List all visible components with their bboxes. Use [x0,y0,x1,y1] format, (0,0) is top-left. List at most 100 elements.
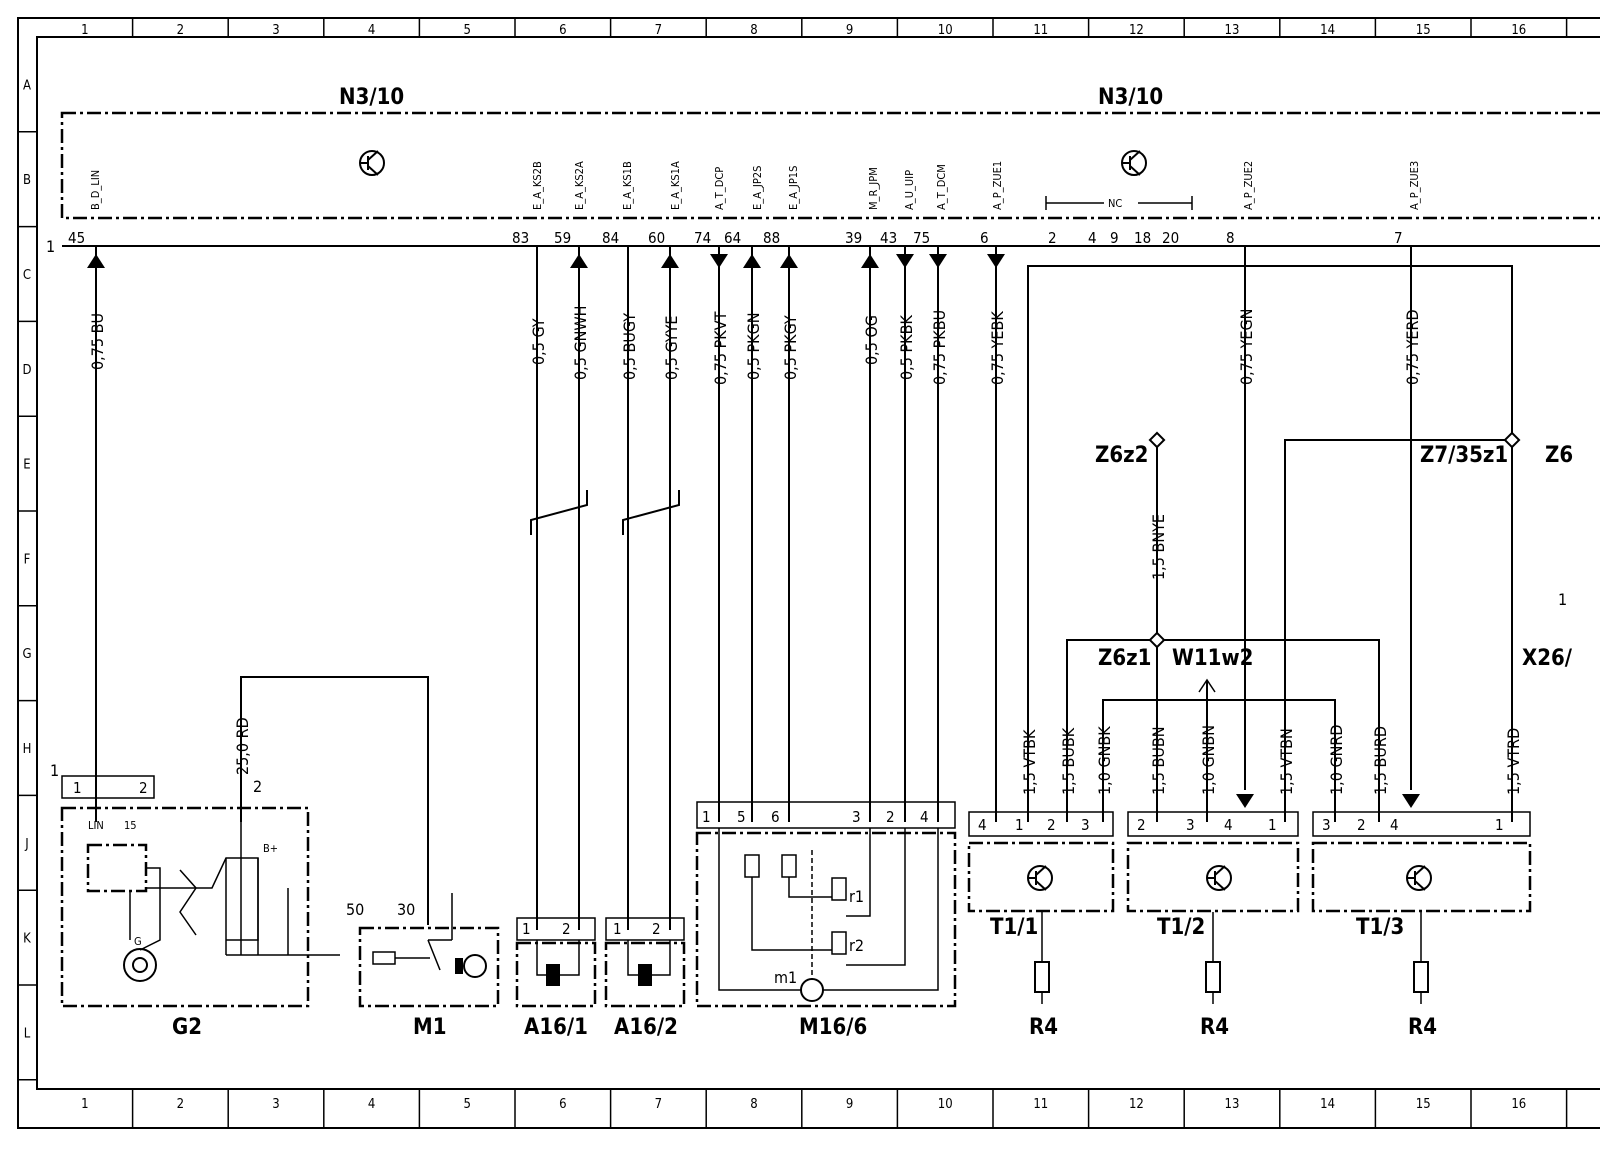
wire-label: 0,5 GY [529,318,548,365]
grid-column-label: 4 [368,23,375,38]
g2-pin: 2 [139,779,148,797]
pin-number: 39 [845,229,862,247]
wire-label: 1,5 BURD [1371,726,1390,795]
grid-column-label: 6 [559,23,566,38]
t1-2-pin: 3 [1186,816,1195,834]
grid-column-label: 9 [846,1097,853,1112]
grid-column-label: 7 [655,1097,662,1112]
signal-label: A_P_ZUE3 [1408,161,1421,210]
splice-label: Z6 [1545,443,1573,468]
grid-column-label: 2 [177,23,184,38]
t1-2-pin: 1 [1268,816,1277,834]
grid-row-label: J [24,837,28,852]
spark-plug-icon [1034,912,1050,1004]
grid-column-label: 16 [1511,23,1526,38]
pin-number: 43 [880,229,897,247]
transistor-icon [1121,150,1147,176]
grid-column-label: 13 [1225,23,1240,38]
wire-label: 1,5 VTBN [1277,728,1296,795]
wire-label: 0,5 PKBK [897,315,916,380]
g2-regulator [86,843,148,893]
t1-3-box [1311,841,1532,913]
wire-label: 0,75 BU [88,313,107,370]
grid-column-label: 15 [1416,1097,1431,1112]
t1-3-plug-label: R4 [1408,1015,1437,1040]
grid-row-label: E [23,458,30,473]
transistor-icon [359,150,385,176]
grid-column-label: 11 [1033,1097,1048,1112]
t1-2-pin: 2 [1137,816,1146,834]
nc-label: NC [1108,197,1122,210]
pin-number: 18 [1134,229,1151,247]
t1-1-pin: 2 [1047,816,1056,834]
wire-label: 1,5 BUBN [1149,726,1168,795]
direction-arrows [87,254,1420,808]
grid-column-label: 2 [177,1097,184,1112]
g2-pin: 15 [124,819,137,832]
splice-label: Z6z1 [1098,646,1151,671]
control-unit-side-pin: 1 [46,237,55,256]
grid-ticks: 1122334455667788991010111112121313141415… [18,18,1568,1128]
m16-6-label: M16/6 [799,1015,867,1040]
control-unit-box [60,111,1600,220]
pin-number: 7 [1394,229,1403,247]
pin-number: 45 [68,229,85,247]
g2-pin: 1 [73,779,82,797]
a16-1-pin: 2 [562,920,571,938]
grid-column-label: 12 [1129,23,1144,38]
m16-6-box [695,831,957,1008]
grid-row-label: K [23,932,31,947]
signal-label: E_A_JP2S [751,166,764,210]
grid-column-label: 15 [1416,23,1431,38]
t1-3-pin: 4 [1390,816,1399,834]
grid-row-label: B [23,173,31,188]
signal-label: A_T_DCM [935,164,948,210]
grid-column-label: 4 [368,1097,375,1112]
wires [95,246,1513,930]
control-unit-label-left: N3/10 [339,85,404,110]
signal-label: E_A_KS2A [573,161,586,210]
pin-number: 59 [554,229,571,247]
splice-point [1148,631,1166,649]
wire-label: 0,75 PKVT [711,311,730,385]
m16-6-part: r2 [849,936,864,955]
a16-1-connector [516,917,596,941]
wire-label: 1,5 BNYE [1149,514,1168,580]
grid-row-label: H [23,742,32,757]
outer-frame [17,17,1600,1129]
signal-label: E_A_JP1S [787,166,800,210]
grid-column-label: 8 [750,23,757,38]
transistor-icon [1206,865,1232,891]
grid-column-label: 1 [81,23,88,38]
grid-column-label: 5 [463,23,470,38]
nc-bracket [1045,196,1193,210]
a16-2-label: A16/2 [614,1015,678,1040]
t1-2-pin: 4 [1224,816,1233,834]
splice-label: X26/ [1522,646,1573,671]
t1-3-pin: 1 [1495,816,1504,834]
signal-label: A_P_ZUE1 [991,161,1004,210]
wire-label: 0,5 BUGY [620,313,639,380]
wire-label: 1,5 VTBK [1020,729,1039,795]
t1-1-pin: 1 [1015,816,1024,834]
signal-label: A_T_DCP [713,167,726,210]
wire-label: 0,5 GYYE [662,316,681,380]
a16-1-box [515,941,597,1008]
g2-pin: B+ [263,842,278,855]
grid-column-label: 9 [846,23,853,38]
m16-6-connector [696,801,956,829]
signal-label: E_A_KS1B [621,161,634,210]
spark-plug-icon [1413,912,1429,1004]
t1-3-connector [1312,811,1531,837]
a16-2-sensor [627,940,671,986]
splice-label: W11w2 [1172,646,1253,671]
wire-label: 1,0 GNRD [1327,725,1346,795]
t1-3-pin: 3 [1322,816,1331,834]
t1-3-label: T1/3 [1356,915,1404,940]
grid-column-label: 8 [750,1097,757,1112]
grid-row-label: C [23,268,31,283]
t1-1-box [967,841,1115,913]
pin-number: 84 [602,229,619,247]
spark-plug-icon [1205,912,1221,1004]
